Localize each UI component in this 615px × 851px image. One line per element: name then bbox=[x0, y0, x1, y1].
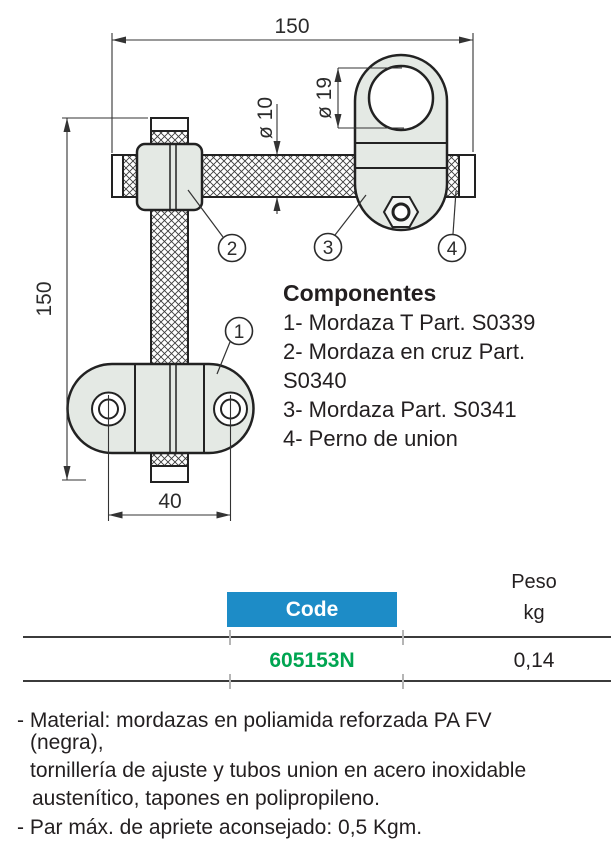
table-rule-top bbox=[23, 636, 611, 638]
weight-header-line1: Peso bbox=[511, 571, 557, 593]
table-tick bbox=[229, 674, 231, 689]
component-item-2: 2- Mordaza en cruz Part. bbox=[283, 339, 526, 364]
note-material-line3: tornillería de ajuste y tubos union en a… bbox=[30, 759, 527, 782]
component-item-3: 3- Mordaza Part. S0341 bbox=[283, 397, 517, 422]
table-tick bbox=[229, 630, 231, 645]
note-material-line4: austenítico, tapones en polipropileno. bbox=[32, 787, 380, 810]
dim-hole-label: ø 19 bbox=[313, 77, 336, 119]
component-item-2-cont: S0340 bbox=[283, 368, 347, 393]
table-tick bbox=[402, 674, 404, 689]
dim-height-label: 150 bbox=[33, 281, 56, 316]
dim-width-label: 150 bbox=[274, 15, 309, 38]
dim-base-width: 40 bbox=[107, 395, 232, 521]
clamp-hole bbox=[367, 64, 435, 132]
components-title: Componentes bbox=[283, 280, 437, 306]
table-row-weight-value: 0,14 bbox=[513, 649, 555, 672]
dim-hole-diameter: ø 19 bbox=[313, 67, 404, 129]
table-rule-bottom bbox=[23, 680, 611, 682]
code-header-label: Code bbox=[285, 597, 339, 621]
note-material-line1: - Material: mordazas en poliamida reforz… bbox=[17, 709, 492, 732]
t-clamp bbox=[66, 362, 255, 455]
component-item-4: 4- Perno de union bbox=[283, 426, 458, 451]
note-torque: - Par máx. de apriete aconsejado: 0,5 Kg… bbox=[17, 816, 423, 839]
callout-3: 3 bbox=[313, 194, 367, 262]
callout-1-number: 1 bbox=[234, 322, 245, 343]
note-material-line2: (negra), bbox=[30, 731, 104, 754]
cross-clamp bbox=[135, 142, 204, 212]
weight-header-line2: kg bbox=[523, 602, 545, 624]
callout-4: 4 bbox=[437, 190, 467, 263]
weight-column-header: Peso kg bbox=[493, 567, 575, 629]
table-tick bbox=[402, 630, 404, 645]
table-row-code-value: 605153N bbox=[269, 649, 355, 672]
dim-base-label: 40 bbox=[158, 490, 181, 513]
code-column-header: Code bbox=[227, 592, 397, 627]
callout-3-number: 3 bbox=[323, 238, 334, 259]
callout-1: 1 bbox=[216, 316, 254, 375]
components-list: Componentes 1- Mordaza T Part. S0339 2- … bbox=[283, 279, 615, 453]
technical-drawing: 150 150 ø 10 ø 19 bbox=[33, 15, 476, 521]
dim-tube-diameter: ø 10 bbox=[254, 97, 281, 214]
oval-clamp bbox=[353, 53, 449, 232]
dim-height-150: 150 bbox=[33, 117, 148, 481]
callout-2: 2 bbox=[187, 189, 247, 263]
dim-tube-label: ø 10 bbox=[254, 97, 277, 139]
component-item-1: 1- Mordaza T Part. S0339 bbox=[283, 310, 536, 335]
callout-2-number: 2 bbox=[227, 239, 238, 260]
dim-width-150: 150 bbox=[111, 15, 474, 153]
callout-4-number: 4 bbox=[447, 239, 458, 260]
